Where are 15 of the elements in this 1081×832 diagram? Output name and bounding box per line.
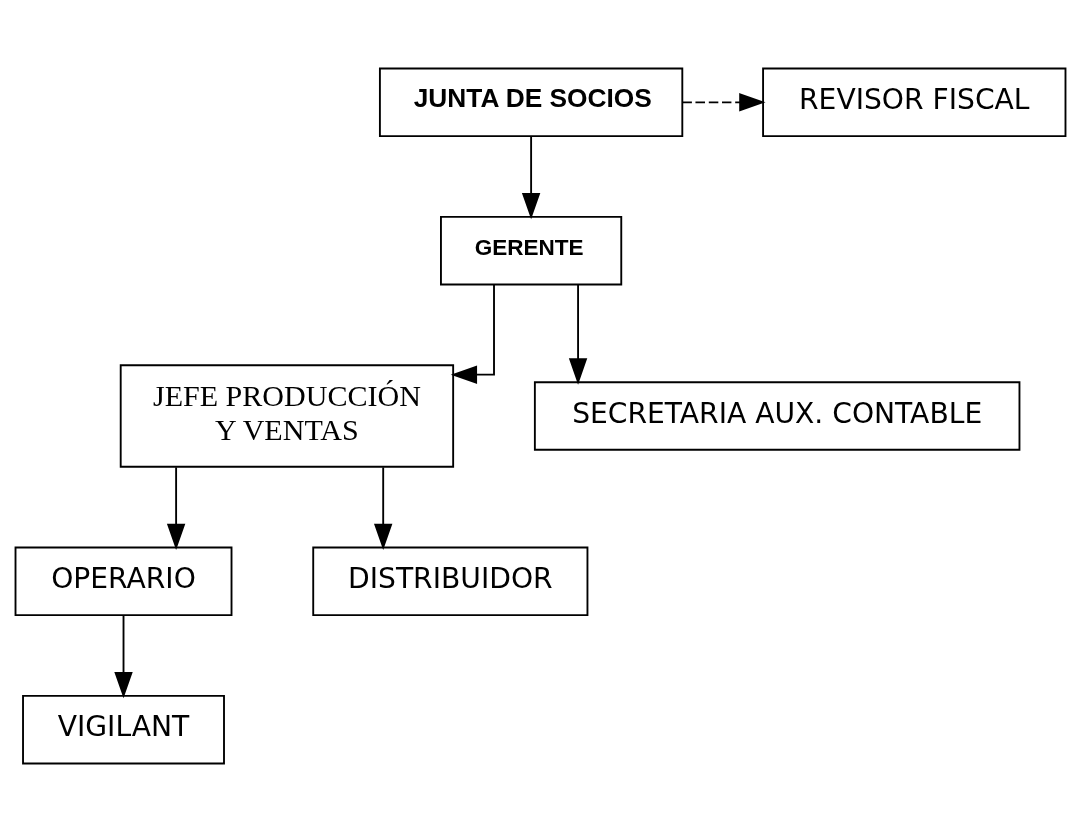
arrow	[681, 93, 766, 112]
node-box: DISTRIBUIDOR	[312, 546, 589, 617]
node-box: REVISOR FISCAL	[762, 67, 1067, 138]
arrow	[568, 284, 588, 385]
node-box: JEFE PRODUCCIÓN Y VENTAS	[119, 364, 455, 468]
arrow	[450, 283, 495, 384]
node-box: VIGILANT	[22, 694, 225, 765]
node-box: JUNTA DE SOCIOS	[378, 67, 684, 138]
node-box: OPERARIO	[14, 546, 233, 617]
node-box: SECRETARIA AUX. CONTABLE	[533, 381, 1021, 451]
node-box: GERENTE	[440, 215, 623, 286]
arrow	[373, 466, 393, 550]
arrow	[114, 614, 133, 699]
arrow	[521, 135, 541, 220]
arrow	[166, 466, 186, 550]
